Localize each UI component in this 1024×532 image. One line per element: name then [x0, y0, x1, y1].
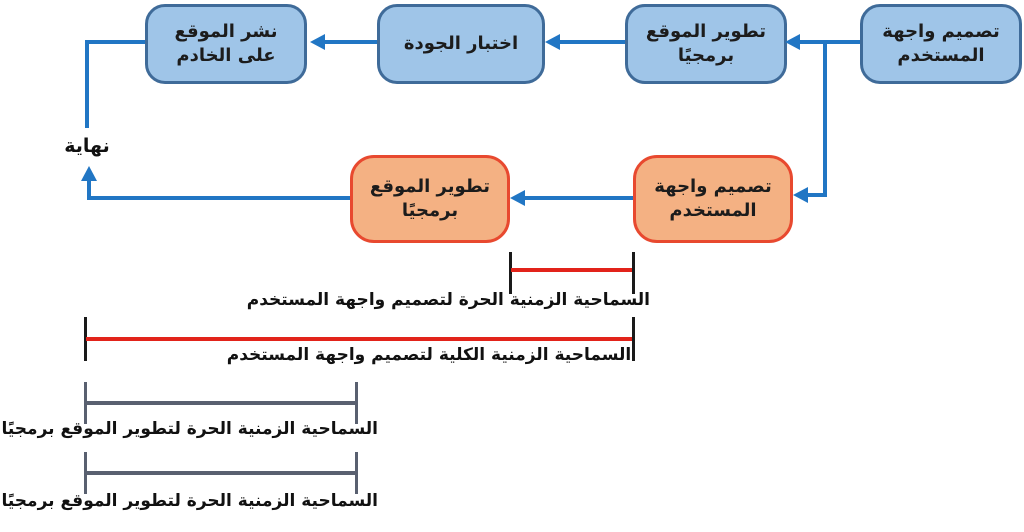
connector-arrowhead — [785, 34, 800, 50]
connector-arrowhead — [545, 34, 560, 50]
process-box-label: تصميم واجهة المستخدم — [882, 20, 1000, 66]
slack-bar-tick-start — [84, 452, 87, 494]
alt-box-label: تطوير الموقع برمجيًا — [369, 175, 491, 221]
process-box-design-ui: تصميم واجهة المستخدم — [860, 4, 1022, 84]
end-label: نهاية — [64, 135, 110, 157]
slack-bar-label: السماحية الزمنية الكلية لتصميم واجهة الم… — [226, 345, 632, 365]
slack-bar-line — [86, 471, 357, 475]
process-box-quality-test: اختبار الجودة — [377, 4, 545, 84]
connector-arrowhead — [793, 187, 808, 203]
process-box-label: اختبار الجودة — [403, 32, 519, 54]
slack-bar-tick-end — [632, 317, 635, 361]
slack-bar-line — [511, 268, 634, 272]
slack-bar-tick-start — [509, 252, 512, 294]
alt-box-label: تصميم واجهة المستخدم — [654, 175, 772, 221]
alt-box-design-ui: تصميم واجهة المستخدم — [633, 155, 793, 243]
process-box-label: نشر الموقع على الخادم — [174, 20, 278, 66]
slack-bar-line — [86, 337, 633, 341]
alt-box-develop-site: تطوير الموقع برمجيًا — [350, 155, 510, 243]
process-box-publish-site: نشر الموقع على الخادم — [145, 4, 307, 84]
slack-bar-tick-start — [84, 382, 87, 424]
connector-arrowhead — [510, 190, 525, 206]
slack-bar-tick-start — [84, 317, 87, 361]
slack-bar-label: السماحية الزمنية الحرة لتصميم واجهة المس… — [246, 290, 650, 310]
slack-bar-tick-end — [355, 382, 358, 424]
slack-bar-label: السماحية الزمنية الحرة لتطوير الموقع برم… — [1, 491, 378, 511]
process-box-label: تطوير الموقع برمجيًا — [645, 20, 767, 66]
slack-bar-tick-end — [355, 452, 358, 494]
connector-arrowhead — [310, 34, 325, 50]
connector-arrowhead — [81, 166, 97, 181]
slack-bar-tick-end — [632, 252, 635, 294]
slack-bar-label: السماحية الزمنية الحرة لتطوير الموقع برم… — [1, 419, 378, 439]
slack-bar-line — [86, 401, 357, 405]
process-box-develop-site: تطوير الموقع برمجيًا — [625, 4, 787, 84]
